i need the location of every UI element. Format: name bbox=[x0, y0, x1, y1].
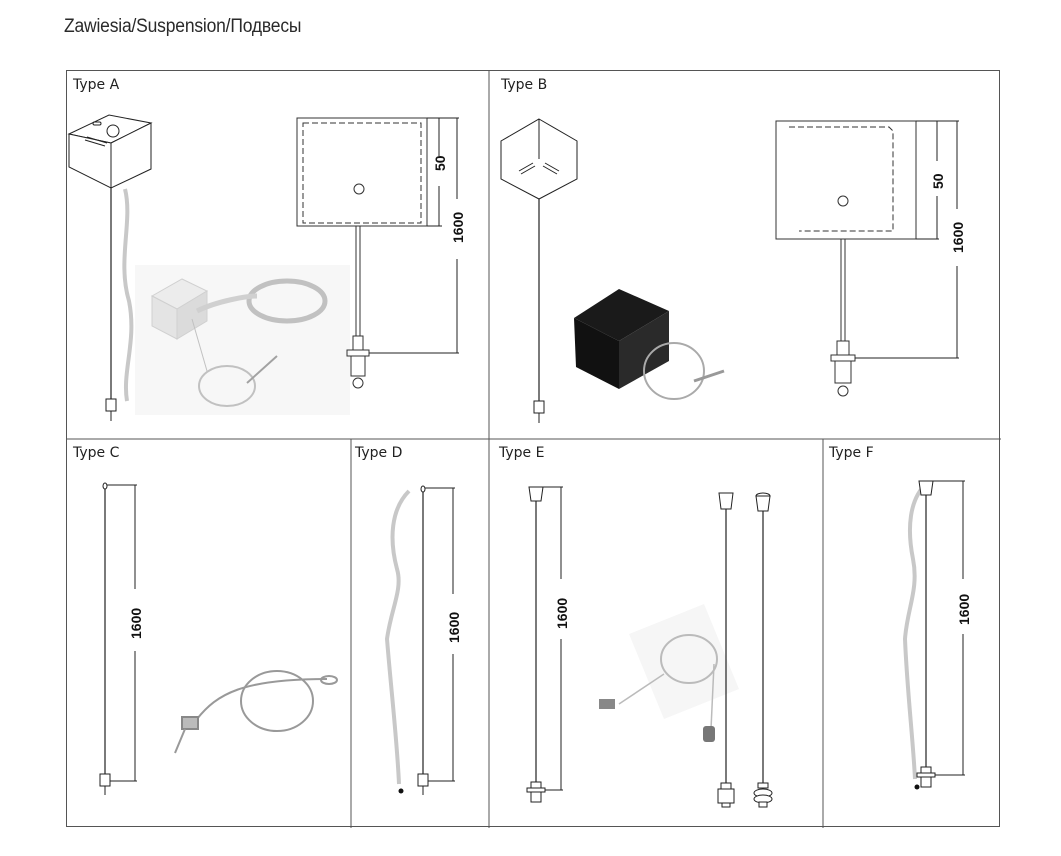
type-f-grey-cable bbox=[902, 481, 929, 780]
type-f-drawing: 1600 bbox=[902, 480, 972, 790]
type-e-dim-1600: 1600 bbox=[554, 598, 570, 629]
grid-dividers bbox=[67, 71, 1001, 828]
type-a-dim-50: 50 bbox=[432, 155, 448, 171]
type-b-product-photo bbox=[574, 289, 725, 400]
type-f-dim-1600: 1600 bbox=[956, 594, 972, 625]
type-a-product-photo bbox=[135, 265, 350, 415]
type-b-gripper-icon bbox=[533, 400, 545, 423]
type-a-gripper-icon bbox=[105, 398, 117, 421]
type-f-panel: Type F 1600 bbox=[823, 439, 1001, 828]
type-f-label: Type F bbox=[829, 445, 874, 461]
type-e-variant-2-icon bbox=[753, 492, 773, 808]
type-c-product-photo bbox=[174, 670, 338, 754]
type-c-dimension-lines bbox=[107, 484, 137, 782]
type-d-dim-1600: 1600 bbox=[446, 612, 462, 643]
type-d-label: Type D bbox=[355, 445, 403, 461]
type-e-drawing: 1600 bbox=[526, 486, 773, 808]
type-b-tech-drawing bbox=[775, 120, 917, 397]
type-d-cable-end bbox=[398, 788, 404, 794]
type-b-panel: Type B bbox=[489, 71, 1001, 439]
type-e-panel: Type E 1600 bbox=[489, 439, 823, 828]
type-b-dimension-lines bbox=[855, 120, 959, 359]
type-a-box-icon bbox=[67, 114, 153, 189]
type-a-panel: Type A bbox=[67, 71, 489, 439]
type-c-panel: Type C 1600 bbox=[67, 439, 351, 828]
type-e-cable-icon bbox=[526, 486, 546, 803]
type-c-cable-icon bbox=[99, 482, 111, 795]
type-f-cable-end bbox=[914, 784, 920, 790]
type-c-dim-1600: 1600 bbox=[128, 608, 144, 639]
type-f-dimension-lines bbox=[933, 480, 965, 776]
type-a-dim-1600: 1600 bbox=[450, 212, 466, 243]
type-a-drawing: 50 1600 bbox=[67, 114, 466, 421]
type-e-label: Type E bbox=[499, 445, 545, 461]
type-a-grey-cable bbox=[122, 188, 134, 402]
type-a-label: Type A bbox=[73, 77, 120, 93]
type-e-product-photo bbox=[599, 604, 739, 742]
type-b-drawing: 50 1600 bbox=[500, 118, 966, 423]
type-d-panel: Type D 1600 bbox=[351, 439, 489, 828]
type-b-dim-1600: 1600 bbox=[950, 222, 966, 253]
type-e-variant-1-icon bbox=[717, 492, 735, 808]
type-c-label: Type C bbox=[73, 445, 120, 461]
type-f-cable-icon bbox=[916, 480, 936, 788]
type-b-box-icon bbox=[500, 118, 578, 200]
suspension-types-grid: Type A bbox=[66, 70, 1001, 828]
type-d-dimension-lines bbox=[425, 487, 455, 782]
type-b-dim-50: 50 bbox=[930, 173, 946, 189]
type-d-grey-cable bbox=[384, 489, 411, 785]
type-a-tech-drawing bbox=[296, 117, 428, 389]
type-b-label: Type B bbox=[501, 77, 548, 93]
page-title: Zawiesia/Suspension/Подвесы bbox=[64, 16, 302, 37]
type-c-drawing: 1600 bbox=[99, 482, 338, 795]
type-d-drawing: 1600 bbox=[384, 485, 462, 795]
type-d-cable-icon bbox=[417, 485, 429, 795]
type-e-dimension-lines bbox=[543, 486, 563, 791]
type-a-dimension-lines bbox=[369, 117, 459, 354]
